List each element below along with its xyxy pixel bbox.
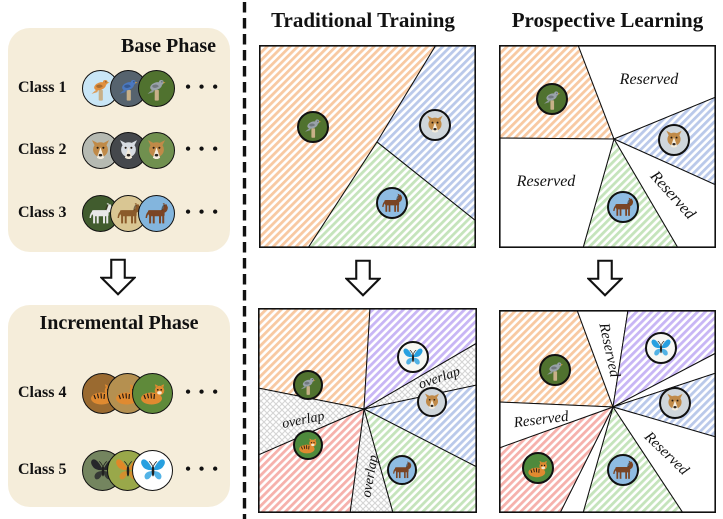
class-row-3: Class 3 • • • <box>18 192 222 234</box>
class-4-samples <box>82 372 173 414</box>
class-1-samples <box>82 69 175 107</box>
traditional-incremental-panel: overlap overlap overlap <box>258 308 477 513</box>
prospective-incremental-panel: Reserved Reserved Reserved <box>499 310 716 513</box>
down-arrow-icon <box>345 258 381 298</box>
ellipsis: • • • <box>185 141 220 158</box>
ellipsis: • • • <box>185 384 220 401</box>
prospective-title: Prospective Learning <box>511 8 704 32</box>
class-row-5: Class 5 • • • <box>18 449 222 491</box>
dog-sample <box>658 124 690 156</box>
class-3-label: Class 3 <box>18 204 67 221</box>
horse-sample <box>376 187 408 219</box>
bird-icon <box>138 69 175 107</box>
reserved-label: Reserved <box>516 173 577 190</box>
incremental-phase-box: Incremental Phase Class 4 • • • Class 5 … <box>8 305 230 507</box>
horse-sample <box>607 191 639 223</box>
ellipsis: • • • <box>185 79 220 96</box>
horse-sample <box>607 454 639 486</box>
base-phase-title: Base Phase <box>121 35 216 57</box>
butterfly-icon <box>132 449 173 491</box>
reserved-label: Reserved <box>619 71 680 88</box>
bird-sample <box>293 370 323 400</box>
down-arrow-icon <box>100 257 136 297</box>
incremental-phase-title: Incremental Phase <box>39 312 199 334</box>
tiger-icon <box>132 372 173 414</box>
class-5-samples <box>82 449 173 491</box>
class-1-label: Class 1 <box>18 79 67 96</box>
traditional-title: Traditional Training <box>271 8 455 32</box>
horse-icon <box>138 194 175 232</box>
class-4-label: Class 4 <box>18 384 67 401</box>
dog-sample <box>417 387 447 417</box>
bird-sample <box>539 354 571 386</box>
ellipsis: • • • <box>185 204 220 221</box>
traditional-base-panel <box>259 45 476 248</box>
tiger-sample <box>293 430 323 460</box>
bird-sample <box>536 83 568 115</box>
horse-sample <box>387 455 417 485</box>
dog-sample <box>419 109 451 141</box>
butterfly-sample <box>645 332 677 364</box>
dog-sample <box>659 387 691 419</box>
class-row-1: Class 1 • • • <box>18 67 222 109</box>
class-5-label: Class 5 <box>18 461 67 478</box>
bird-sample <box>297 111 329 143</box>
base-phase-box: Base Phase Class 1 • • • Class 2 • • • C… <box>8 28 230 252</box>
dashed-divider <box>242 2 247 519</box>
reserved-label: Reserved <box>512 409 570 432</box>
butterfly-sample <box>397 341 429 373</box>
down-arrow-icon <box>587 258 623 298</box>
class-3-samples <box>82 194 175 232</box>
dog-icon <box>138 131 175 169</box>
overlap-label: overlap <box>359 454 381 499</box>
prospective-base-panel: Reserved Reserved Reserved <box>499 45 716 248</box>
class-2-label: Class 2 <box>18 141 67 158</box>
tiger-sample <box>522 452 554 484</box>
class-row-4: Class 4 • • • <box>18 372 222 414</box>
class-2-samples <box>82 131 175 169</box>
class-row-2: Class 2 • • • <box>18 129 222 171</box>
ellipsis: • • • <box>185 461 220 478</box>
